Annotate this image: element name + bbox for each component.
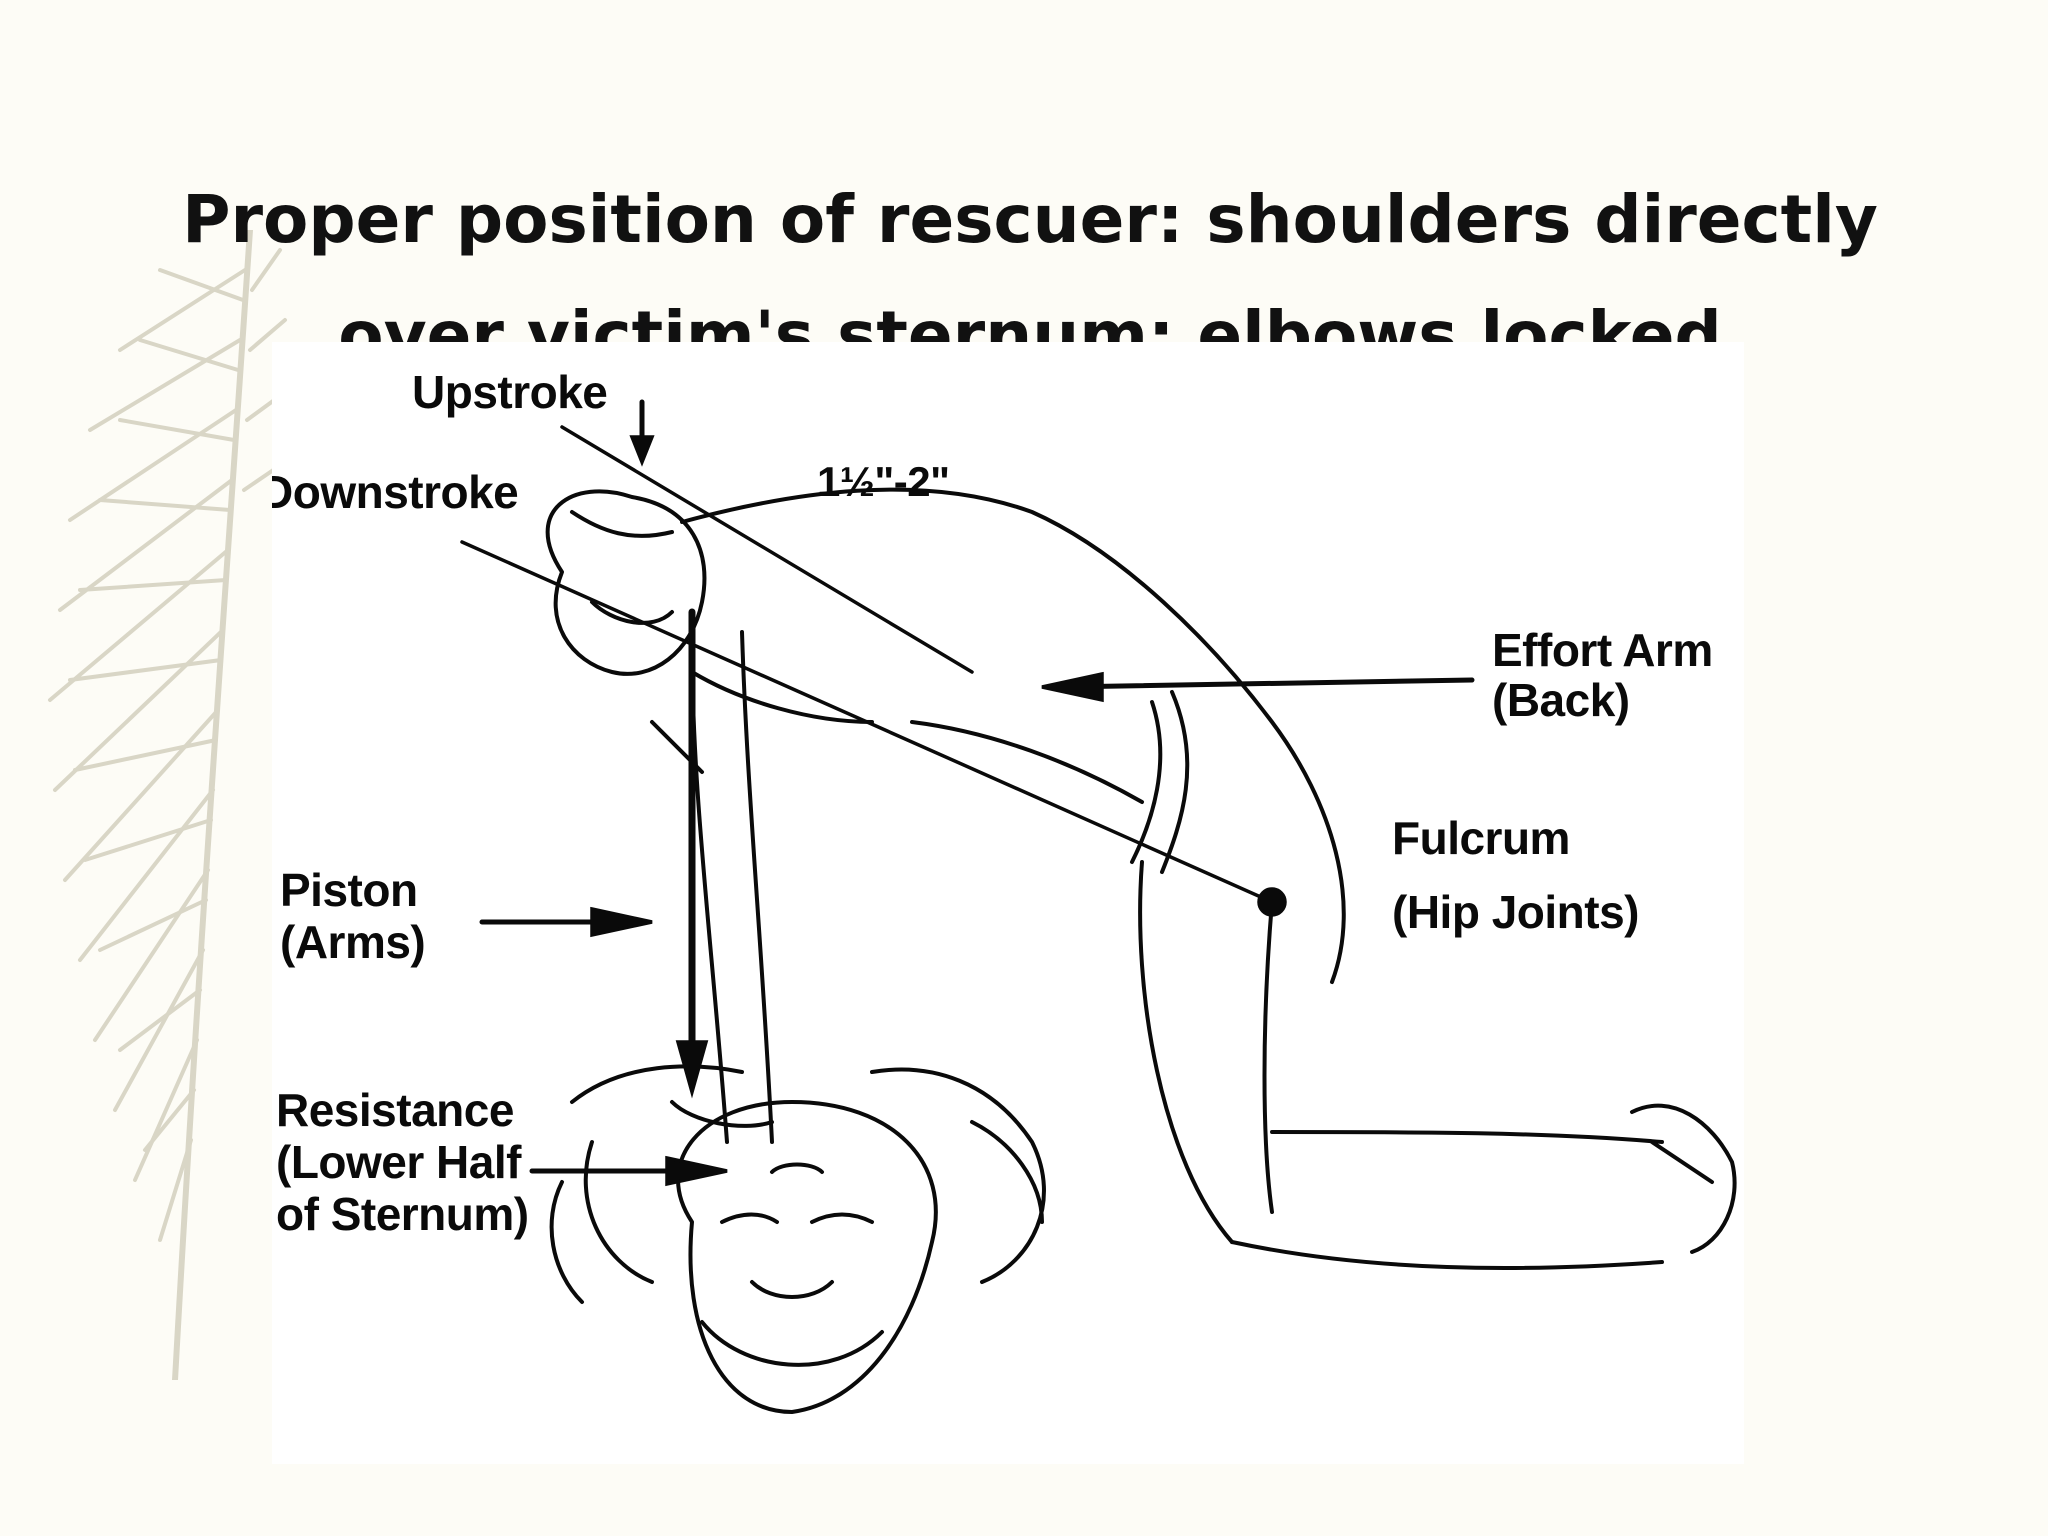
label-downstroke: Downstroke [272,466,519,518]
label-compression-depth: 1½"-2" [817,458,950,505]
palm-frond-decoration [48,230,290,1380]
slide-title: Proper position of rescuer: shoulders di… [100,162,1960,394]
victim-head [676,1100,938,1414]
fulcrum-dot [1257,887,1287,917]
rescuer-shoe [1630,1103,1737,1254]
label-fulcrum-line2: (Hip Joints) [1392,886,1639,938]
rescuer-shin [1230,1240,1664,1270]
effort-arm-arrow [1059,677,1475,690]
label-fulcrum-line1: Fulcrum [1392,812,1570,864]
rescuer-thigh [1138,860,1234,1244]
downstroke-line [460,540,1274,904]
rescuer-head [545,489,707,676]
label-effort-arm-line1: Effort Arm [1492,624,1713,676]
label-resistance-line2: (Lower Half [276,1136,521,1188]
label-effort-arm-line2: (Back) [1492,674,1630,726]
victim-shoulders [570,1064,744,1104]
label-upstroke: Upstroke [412,366,608,418]
label-resistance-line1: Resistance [276,1084,514,1136]
title-line-1: Proper position of rescuer: shoulders di… [182,181,1878,259]
upstroke-line [560,425,974,674]
cpr-position-diagram: Upstroke Downstroke 1½"-2" Effort Arm (B… [272,342,1744,1464]
rescuer-back [680,487,1346,984]
label-resistance-line3: of Sternum) [276,1188,529,1240]
label-piston-line1: Piston [280,864,418,916]
cpr-illustration [460,399,1737,1414]
label-piston-line2: (Arms) [280,916,426,968]
